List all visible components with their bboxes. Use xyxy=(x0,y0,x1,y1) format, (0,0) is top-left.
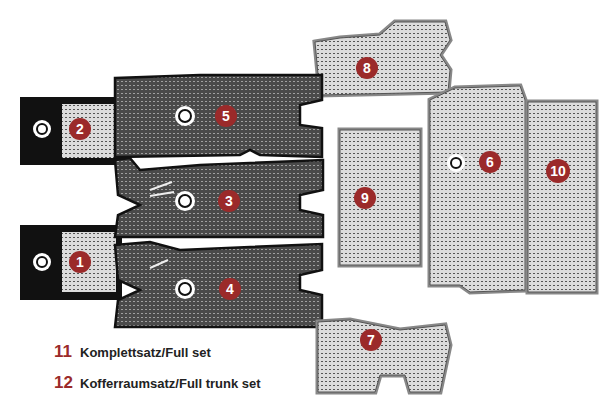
callout-number: 9 xyxy=(361,191,369,205)
callout-number: 6 xyxy=(486,155,494,169)
callout-number: 5 xyxy=(222,109,230,123)
callout-circle: 3 xyxy=(218,190,240,212)
set-description: Kofferraumsatz/Full trunk set xyxy=(80,376,261,392)
callout-number: 1 xyxy=(76,255,84,269)
callout-circle: 2 xyxy=(69,118,91,140)
callout-circle: 6 xyxy=(479,151,501,173)
callout-number: 3 xyxy=(225,194,233,208)
callout-number: 10 xyxy=(550,164,566,178)
callout-number: 2 xyxy=(76,122,84,136)
callout-circle: 8 xyxy=(356,57,378,79)
set-number: 11 xyxy=(54,342,72,362)
set-number: 12 xyxy=(54,373,73,393)
callout-circle: 5 xyxy=(215,105,237,127)
callout-circle: 10 xyxy=(546,159,570,183)
set-description: Komplettsatz/Full set xyxy=(80,345,211,361)
callout-circle: 4 xyxy=(219,278,241,300)
callout-circle: 7 xyxy=(360,329,382,351)
callout-circle: 9 xyxy=(354,187,376,209)
callout-number: 7 xyxy=(367,333,375,347)
callout-number: 4 xyxy=(226,282,234,296)
callout-circle: 1 xyxy=(69,251,91,273)
callout-number: 8 xyxy=(363,61,371,75)
